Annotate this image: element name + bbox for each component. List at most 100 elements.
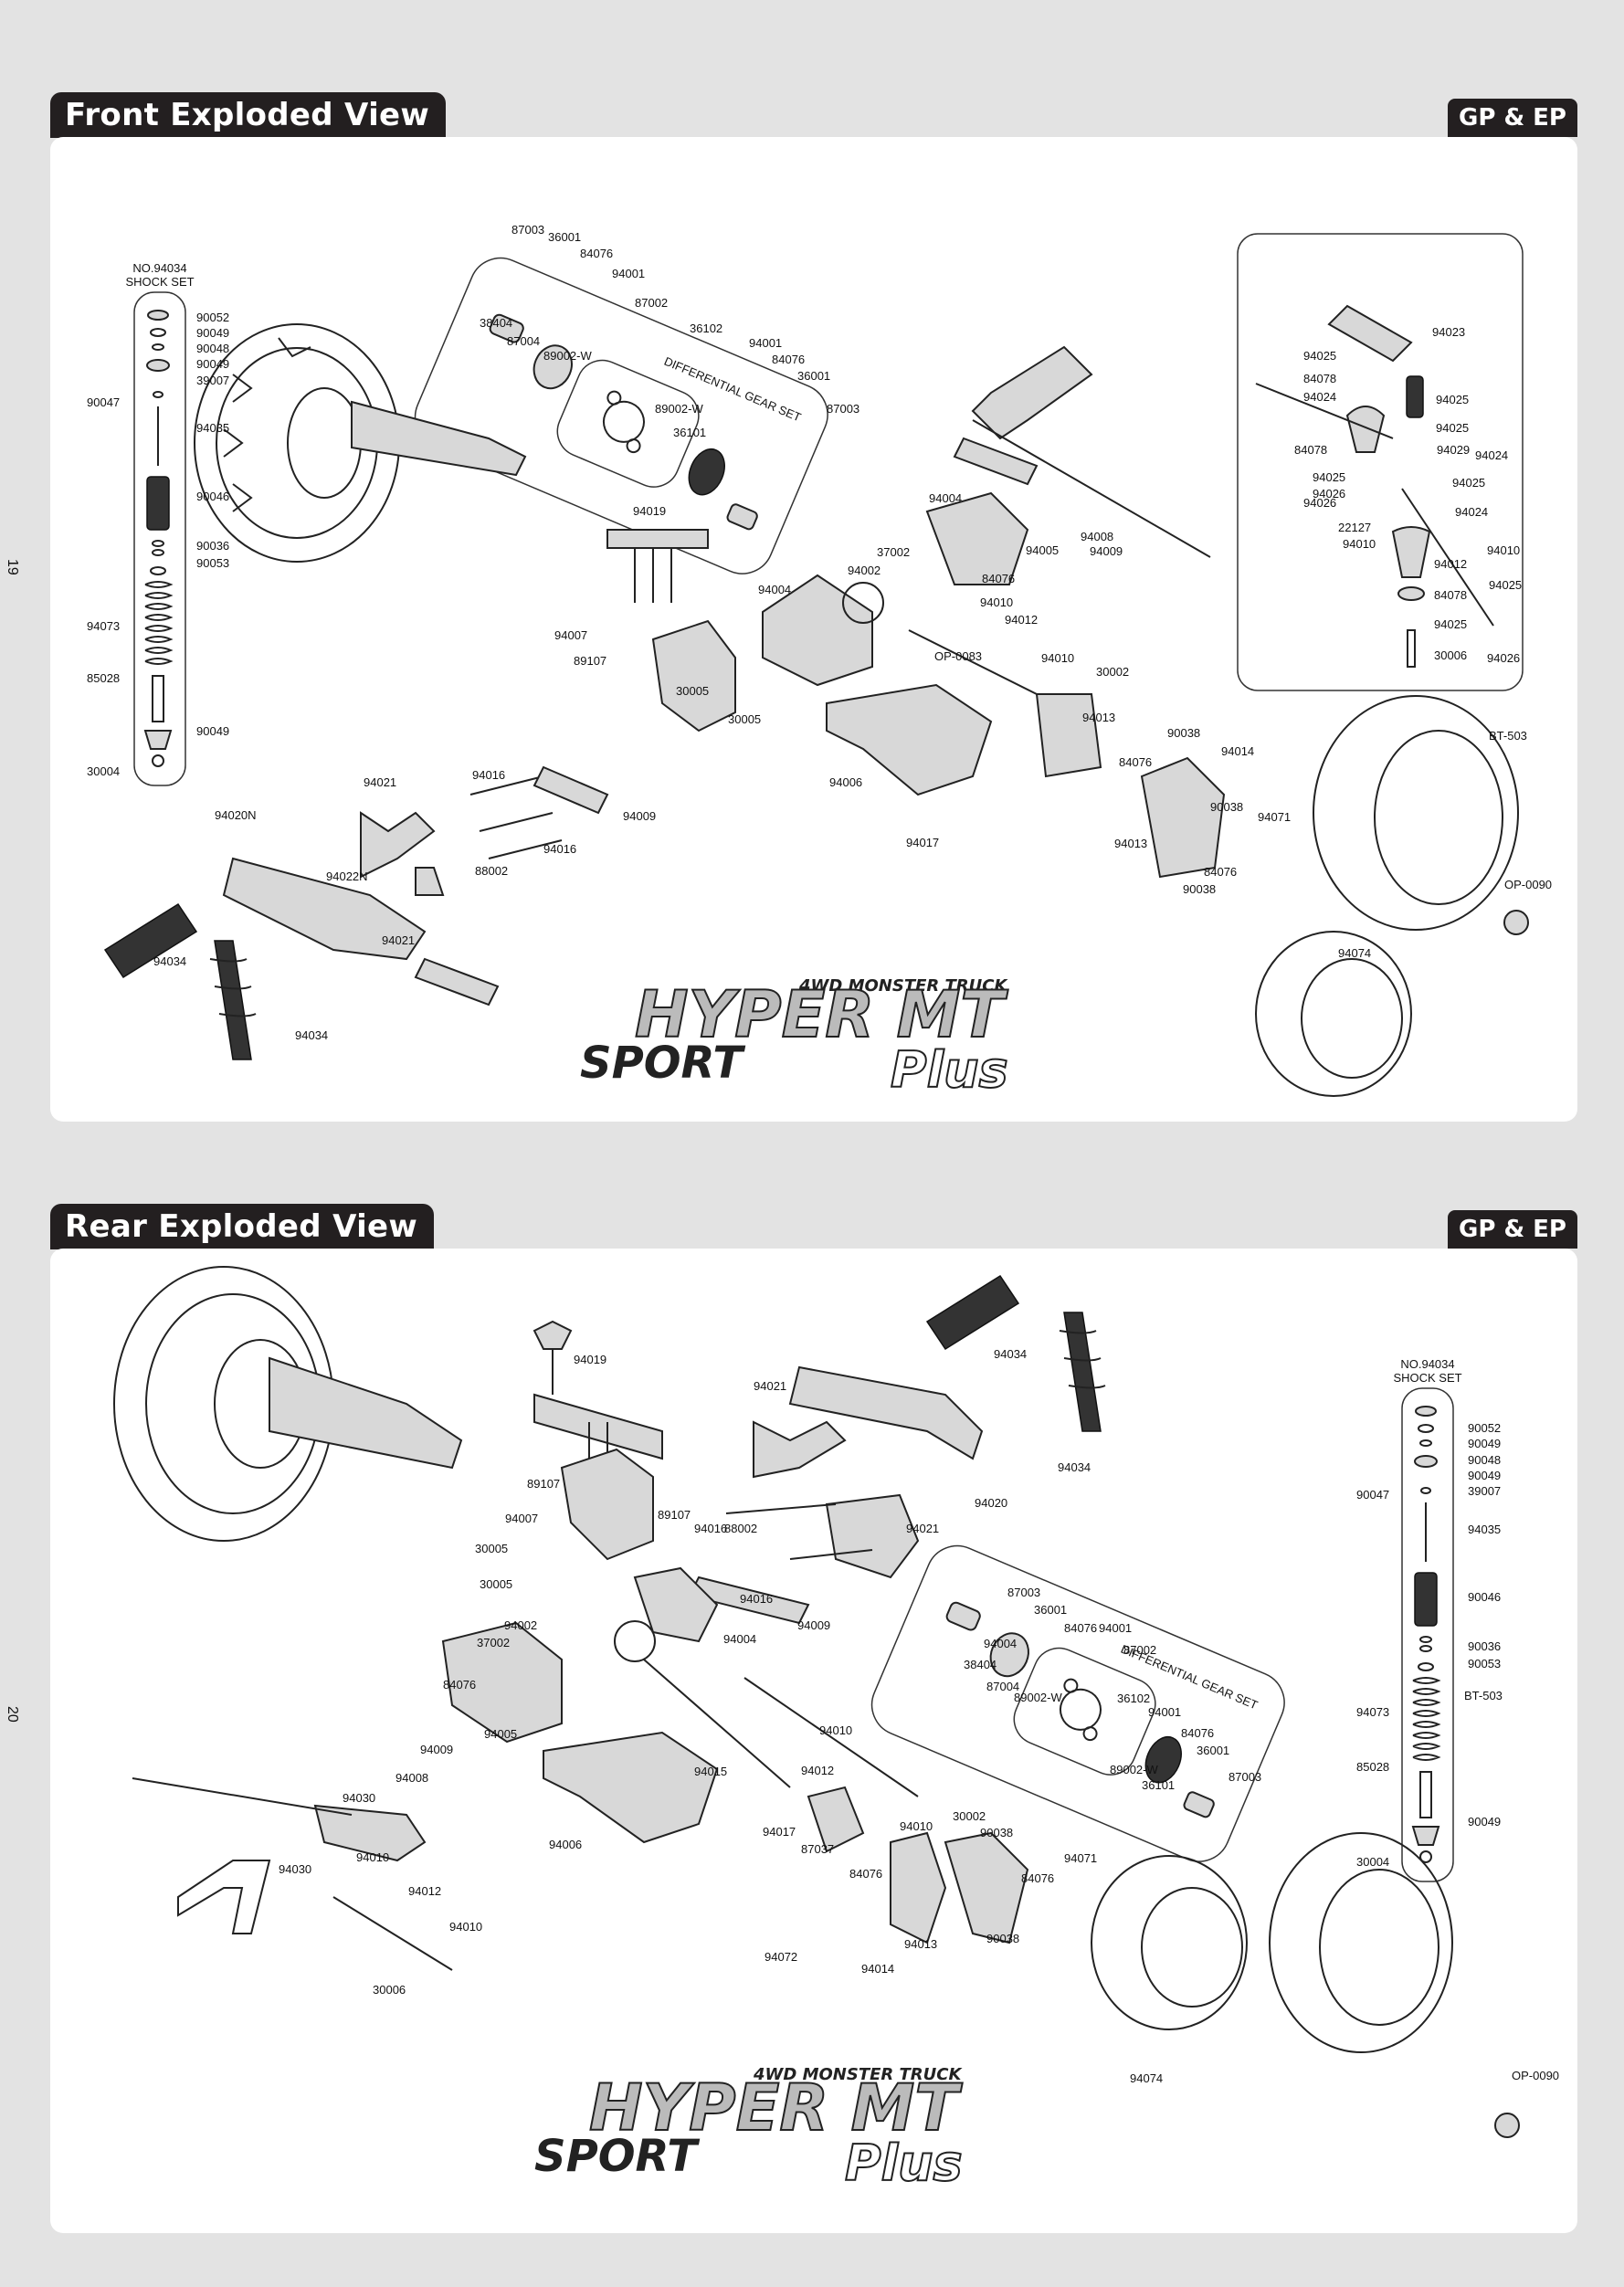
- part-callout-label: 94005: [484, 1727, 517, 1741]
- part-callout-label: 94030: [279, 1862, 311, 1876]
- part-callout-label: 90038: [1183, 882, 1216, 896]
- part-callout-label: 94013: [1082, 711, 1115, 724]
- part-callout-label: 94016: [543, 842, 576, 856]
- part-callout-label: 94024: [1303, 390, 1336, 404]
- part-callout-label: 94016: [740, 1592, 773, 1606]
- part-callout-label: 90047: [1356, 1488, 1389, 1502]
- part-callout-label: 94021: [754, 1379, 786, 1393]
- part-callout-label: 94021: [364, 775, 396, 789]
- part-callout-label: 94021: [382, 933, 415, 947]
- part-callout-label: 39007: [196, 374, 229, 387]
- part-callout-label: 94035: [1468, 1523, 1501, 1536]
- part-callout-label: 90049: [196, 357, 229, 371]
- part-callout-label: 94019: [574, 1353, 606, 1366]
- part-callout-label: 87002: [1123, 1643, 1156, 1657]
- part-callout-label: 94035: [196, 421, 229, 435]
- steering-box: [1237, 233, 1524, 691]
- part-callout-label: 94012: [408, 1884, 441, 1898]
- part-callout-label: 94025: [1452, 476, 1485, 490]
- part-callout-label: 94034: [994, 1347, 1027, 1361]
- part-callout-label: 90048: [196, 342, 229, 355]
- front-logo: 4WD MONSTER TRUCK HYPER MT SPORT Plus: [580, 976, 1009, 1100]
- part-callout-label: 94001: [612, 267, 645, 280]
- rear-diagram: NO.94034 SHOCK SET DIFFERENTIAL GEAR SET: [113, 1266, 1559, 2193]
- part-callout-label: 36001: [1034, 1603, 1067, 1617]
- part-callout-label: 36101: [1142, 1778, 1175, 1792]
- part-callout-label: 94014: [861, 1962, 894, 1976]
- part-callout-label: 94025: [1434, 617, 1467, 631]
- part-callout-label: 90047: [87, 395, 120, 409]
- part-callout-label: 84076: [1064, 1621, 1097, 1635]
- part-callout-label: 94019: [633, 504, 666, 518]
- part-callout-label: 90038: [1167, 726, 1200, 740]
- part-callout-label: 94071: [1064, 1851, 1097, 1865]
- part-callout-label: 94025: [1489, 578, 1522, 592]
- part-callout-label: 36001: [797, 369, 830, 383]
- part-callout-label: 87003: [1007, 1586, 1040, 1599]
- part-callout-label: 94015: [694, 1765, 727, 1778]
- part-callout-label: 94024: [1475, 448, 1508, 462]
- part-callout-label: 94026: [1303, 496, 1336, 510]
- shock-set-title: NO.94034: [132, 261, 186, 275]
- part-callout-label: 84076: [443, 1678, 476, 1692]
- part-callout-label: 94072: [765, 1950, 797, 1964]
- part-callout-label: 89107: [658, 1508, 691, 1522]
- shock-set-box-rear: [1401, 1387, 1454, 1882]
- part-callout-label: 30002: [1096, 665, 1129, 679]
- rear-title: Rear Exploded View: [50, 1204, 435, 1249]
- part-callout-label: 90036: [1468, 1639, 1501, 1653]
- part-callout-label: 85028: [1356, 1760, 1389, 1774]
- part-callout-label: 94013: [1114, 837, 1147, 850]
- part-callout-label: 89002-W: [543, 349, 592, 363]
- part-callout-label: 37002: [877, 545, 910, 559]
- part-callout-label: 89002-W: [1110, 1763, 1158, 1776]
- part-callout-label: 94024: [1455, 505, 1488, 519]
- part-callout-label: 94007: [554, 628, 587, 642]
- part-callout-label: 30006: [373, 1983, 406, 1997]
- part-callout-label: 87003: [1229, 1770, 1261, 1784]
- part-callout-label: 87004: [507, 334, 540, 348]
- shock-set-title-rear: NO.94034: [1400, 1357, 1454, 1371]
- page-number-20: 20: [5, 1706, 20, 1723]
- part-callout-label: 94010: [1343, 537, 1376, 551]
- part-callout-label: 94004: [929, 491, 962, 505]
- part-callout-label: 89002-W: [1014, 1691, 1062, 1704]
- part-callout-label: 37002: [477, 1636, 510, 1649]
- part-callout-label: 84076: [982, 572, 1015, 585]
- part-callout-label: 90046: [1468, 1590, 1501, 1604]
- part-callout-label: 94074: [1130, 2071, 1163, 2085]
- part-callout-label: OP-0083: [934, 649, 982, 663]
- part-callout-label: 94026: [1313, 487, 1345, 501]
- part-callout-label: 90052: [1468, 1421, 1501, 1435]
- part-callout-label: 94002: [848, 564, 881, 577]
- part-callout-label: 88002: [475, 864, 508, 878]
- part-callout-label: 94009: [1090, 544, 1123, 558]
- part-callout-label: 22127: [1338, 521, 1371, 534]
- part-callout-label: 94030: [343, 1791, 375, 1805]
- part-callout-label: 36102: [690, 321, 722, 335]
- page-number-19: 19: [5, 559, 20, 575]
- rear-parts-cluster: [132, 1274, 1106, 1971]
- part-callout-label: 90038: [980, 1826, 1013, 1839]
- part-callout-label: 94073: [1356, 1705, 1389, 1719]
- part-callout-label: 94006: [829, 775, 862, 789]
- part-callout-label: OP-0090: [1504, 878, 1552, 891]
- part-callout-label: 94071: [1258, 810, 1291, 824]
- part-callout-label: 94005: [1026, 543, 1059, 557]
- part-callout-label: 89107: [527, 1477, 560, 1491]
- svg-text:4WD MONSTER TRUCK: 4WD MONSTER TRUCK: [798, 976, 1008, 996]
- part-callout-label: 90049: [1468, 1437, 1501, 1450]
- part-callout-label: 94074: [1338, 946, 1371, 960]
- part-callout-label: 30004: [87, 764, 120, 778]
- part-callout-label: 94008: [395, 1771, 428, 1785]
- part-callout-label: 94013: [904, 1937, 937, 1951]
- front-parts-cluster: [222, 345, 1211, 1006]
- svg-text:SPORT: SPORT: [534, 2131, 700, 2182]
- part-callout-label: BT-503: [1464, 1689, 1503, 1702]
- svg-text:Plus: Plus: [845, 2134, 963, 2192]
- rear-badge: GP & EP: [1448, 1210, 1577, 1249]
- part-callout-label: 94001: [1148, 1705, 1181, 1719]
- part-callout-label: 84078: [1434, 588, 1467, 602]
- part-callout-label: 94029: [1437, 443, 1470, 457]
